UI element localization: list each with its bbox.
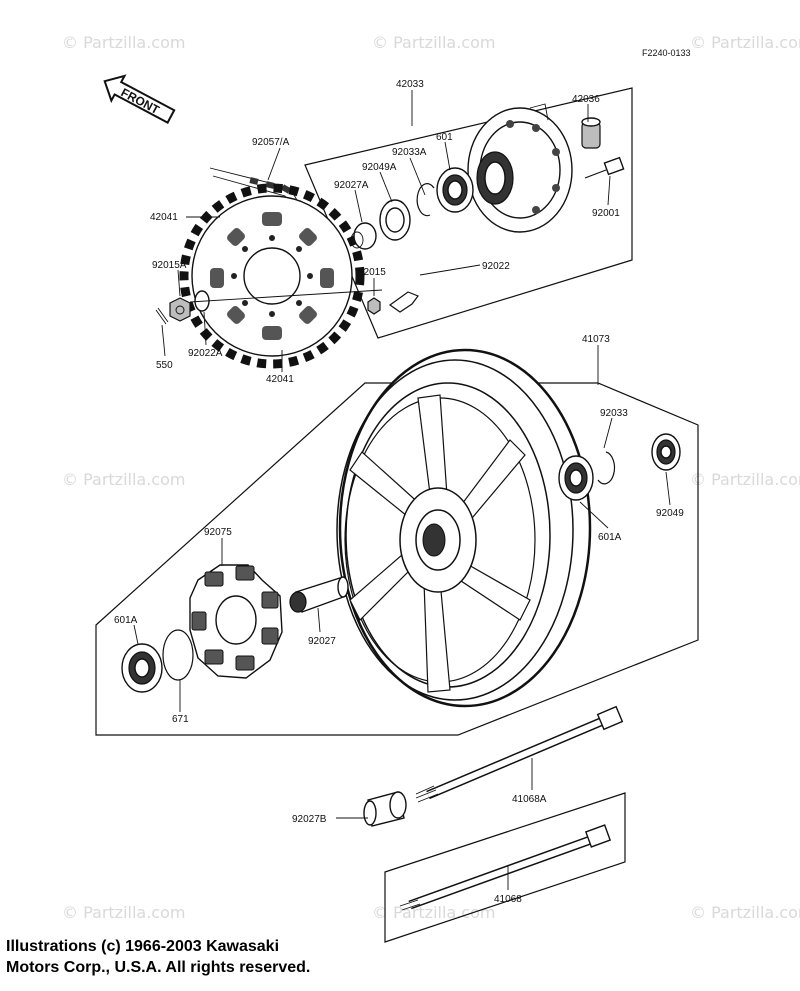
collar-92027A-icon: [350, 222, 377, 250]
label-671: 671: [172, 714, 189, 725]
bearing-601A-right-icon: [558, 455, 594, 501]
label-92015: 92015: [358, 267, 386, 278]
watermark: © Partzilla.com: [372, 903, 495, 922]
figure-code: F2240-0133: [642, 48, 691, 58]
axle-41068A-icon: [415, 705, 624, 803]
front-label: FRONT: [119, 85, 163, 117]
label-92027A: 92027A: [334, 180, 369, 191]
bearing-601-icon: [436, 167, 474, 213]
watermark: © Partzilla.com: [62, 33, 185, 52]
label-92027B: 92027B: [292, 814, 327, 825]
label-41068A: 41068A: [512, 794, 547, 805]
watermark: © Partzilla.com: [690, 470, 800, 489]
label-41073: 41073: [582, 334, 610, 345]
nut-washer-group: [155, 289, 383, 325]
bearing-601A-left-icon: [121, 643, 163, 693]
label-92015A: 92015A: [152, 260, 187, 271]
axle-41068-icon: [399, 824, 612, 911]
nut-92015-icon: [367, 297, 381, 315]
circlip-92033-icon: [597, 451, 616, 485]
watermarks: © Partzilla.com © Partzilla.com © Partzi…: [62, 33, 800, 922]
label-41068: 41068: [494, 894, 522, 905]
o-ring-671-icon: [162, 629, 194, 681]
leader-lines: [133, 90, 671, 890]
axle-outline: [384, 792, 626, 943]
label-92057A: 92057/A: [252, 137, 290, 148]
collar-92027-icon: [289, 576, 349, 613]
label-601: 601: [436, 132, 453, 143]
label-601A-left: 601A: [114, 615, 138, 626]
copyright-notice: Illustrations (c) 1966-2003 Kawasaki Mot…: [6, 936, 606, 978]
bolt-92001-icon: [584, 156, 625, 179]
label-92027: 92027: [308, 636, 336, 647]
watermark: © Partzilla.com: [690, 903, 800, 922]
label-92049: 92049: [656, 508, 684, 519]
bracket-92022-icon: [388, 291, 419, 313]
label-92033A: 92033A: [392, 147, 427, 158]
label-42041-bottom: 42041: [266, 374, 294, 385]
sprocket-coupling: [467, 103, 573, 233]
circlip-92033A-icon: [416, 183, 435, 217]
front-arrow-icon: FRONT: [103, 74, 176, 124]
label-42036: 42036: [572, 94, 600, 105]
label-42041-top: 42041: [150, 212, 178, 223]
label-92049A: 92049A: [362, 162, 397, 173]
oil-seal-92049A-icon: [379, 199, 411, 241]
label-550: 550: [156, 360, 173, 371]
collar-92027B-icon: [363, 791, 407, 827]
cotter-pin-icon: [155, 307, 169, 325]
watermark: © Partzilla.com: [690, 33, 800, 52]
oil-seal-92049-icon: [651, 433, 681, 471]
watermark: © Partzilla.com: [62, 903, 185, 922]
part-labels: 42033 42036 601 92033A 92049A 92027A 920…: [114, 79, 684, 905]
label-92022A: 92022A: [188, 348, 223, 359]
copyright-line-1: Illustrations (c) 1966-2003 Kawasaki: [6, 938, 280, 955]
watermark: © Partzilla.com: [62, 470, 185, 489]
watermark: © Partzilla.com: [372, 33, 495, 52]
label-92075: 92075: [204, 527, 232, 538]
label-92022: 92022: [482, 261, 510, 272]
rear-wheel: [336, 348, 592, 708]
label-42033: 42033: [396, 79, 424, 90]
copyright-line-2: Motors Corp., U.S.A. All rights reserved…: [6, 959, 311, 976]
label-92001: 92001: [592, 208, 620, 219]
nut-92015A-icon: [169, 297, 191, 322]
label-92033: 92033: [600, 408, 628, 419]
hub-damper-92075-icon: [189, 564, 283, 679]
bushing-42036-icon: [581, 117, 601, 149]
label-601A-right: 601A: [598, 532, 622, 543]
rear-sprocket: [179, 183, 365, 369]
